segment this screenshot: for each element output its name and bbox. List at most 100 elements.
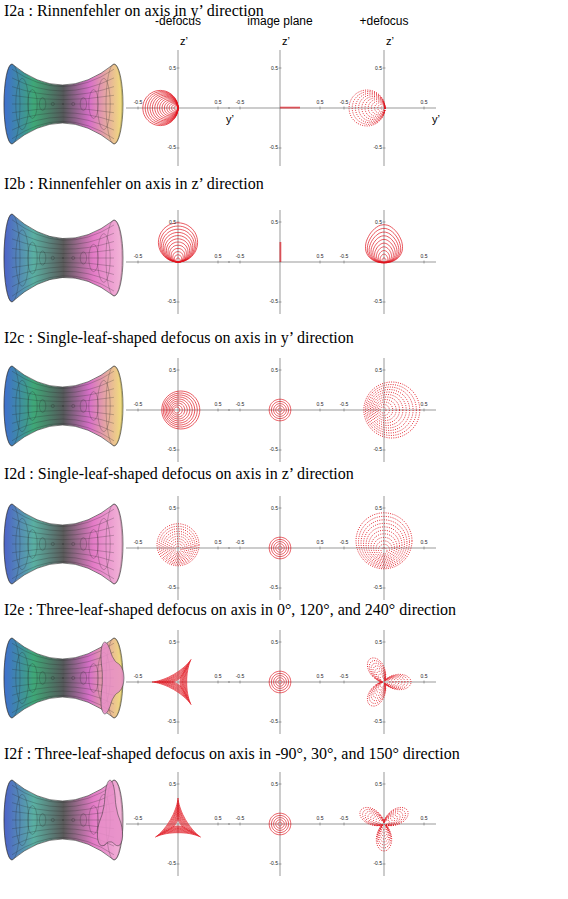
tick-label: -0.5 xyxy=(134,402,143,407)
surface-grid xyxy=(97,234,110,283)
tick-label: 0.5 xyxy=(169,782,176,787)
surface-grid xyxy=(106,366,122,446)
tick-label: -0.5 xyxy=(269,861,278,866)
spot-curve xyxy=(165,395,195,425)
surface-grid xyxy=(12,406,114,407)
spot-curve xyxy=(274,404,287,417)
surface-grid xyxy=(12,669,114,673)
axis-tick xyxy=(279,588,282,589)
spot-curve xyxy=(276,406,284,414)
tick-label: -0.5 xyxy=(340,540,349,545)
spot-curve xyxy=(374,537,395,558)
axis-tick xyxy=(320,409,321,412)
surface-grid xyxy=(39,538,45,551)
spot-curve xyxy=(365,811,403,845)
spot-curve xyxy=(276,544,284,552)
tick-label: -0.5 xyxy=(167,719,176,724)
tick-label: -0.5 xyxy=(340,100,349,105)
axis-tick xyxy=(383,784,386,785)
surface-grid xyxy=(12,820,114,821)
tick-label: 0.5 xyxy=(215,674,222,679)
surface-illustration xyxy=(4,214,123,302)
axis-tick xyxy=(138,261,139,264)
axis-line xyxy=(280,358,281,462)
spot-curve xyxy=(163,232,193,262)
axis-tick xyxy=(177,302,180,303)
axis-tick xyxy=(177,784,180,785)
axis-tick xyxy=(138,409,139,412)
surface-grid xyxy=(51,102,54,105)
spot-curve xyxy=(369,232,399,263)
surface-grid xyxy=(12,544,114,545)
tick-label: 0.5 xyxy=(317,402,324,407)
axis-tick xyxy=(383,588,386,589)
spot-curve xyxy=(371,663,405,700)
tick-label: 0.5 xyxy=(375,782,382,787)
spot-curve xyxy=(271,673,288,690)
spot-curve xyxy=(150,94,178,122)
axis-tick xyxy=(279,784,282,785)
axis-line xyxy=(178,358,179,462)
surface-grid xyxy=(16,652,29,703)
surface-grid xyxy=(12,695,114,712)
axis-tick xyxy=(218,261,219,264)
surface-grid xyxy=(12,785,114,802)
surface-grid xyxy=(72,102,75,105)
surface-grid xyxy=(97,518,110,569)
tick-label: -0.5 xyxy=(134,254,143,259)
axis-tick xyxy=(424,409,425,412)
spot-curve xyxy=(356,513,412,569)
surface-grid xyxy=(80,252,86,264)
surface-grid xyxy=(89,244,99,271)
tick-label: 0.5 xyxy=(271,782,278,787)
axis-tick xyxy=(279,68,282,69)
surface-illustration xyxy=(4,366,123,446)
spot-curve xyxy=(280,242,281,262)
spot-curve xyxy=(355,93,385,123)
spot-curve xyxy=(367,387,413,433)
tick-label: 0.5 xyxy=(375,368,382,373)
tick-label: 0.5 xyxy=(421,100,428,105)
spot-curve xyxy=(278,680,282,684)
surface-grid xyxy=(72,256,75,259)
surface-grid xyxy=(16,380,29,431)
axis-tick xyxy=(138,107,139,110)
axis-tick xyxy=(279,302,282,303)
surface-grid xyxy=(4,780,20,860)
surface-body xyxy=(4,638,123,718)
column-heading: -defocus xyxy=(155,15,201,27)
tick-label: -0.5 xyxy=(340,674,349,679)
axis-line xyxy=(280,210,281,314)
tick-label: 0.5 xyxy=(271,66,278,71)
surface-grid xyxy=(80,98,86,111)
axis-tick xyxy=(218,823,219,826)
axis-tick xyxy=(218,547,219,550)
spot-curve xyxy=(364,382,420,438)
spot-curve xyxy=(349,90,385,126)
surface-grid xyxy=(12,229,114,244)
surface-grid xyxy=(16,794,29,845)
tick-label: -0.5 xyxy=(134,674,143,679)
axis-tick xyxy=(383,370,386,371)
spot-curve xyxy=(162,668,186,696)
spot-curve xyxy=(368,100,385,117)
axis-tick xyxy=(279,864,282,865)
tick-label: -0.5 xyxy=(269,585,278,590)
surface-illustration xyxy=(4,780,123,860)
spot-curve xyxy=(162,806,194,834)
axis-line xyxy=(280,496,281,600)
spot-curve xyxy=(370,392,406,428)
surface-grid xyxy=(16,518,29,569)
spot-curve xyxy=(171,541,185,555)
axis-line xyxy=(384,630,385,734)
surface-grid xyxy=(4,504,20,584)
axis-line xyxy=(178,630,179,734)
spot-curve xyxy=(164,808,192,832)
spot-curve xyxy=(170,245,187,262)
spot-curve xyxy=(276,678,284,686)
surface-grid xyxy=(28,806,38,835)
axis-tick xyxy=(279,148,282,149)
axis-tick xyxy=(218,681,219,684)
surface-grid xyxy=(12,276,114,297)
axis-tick xyxy=(344,681,345,684)
